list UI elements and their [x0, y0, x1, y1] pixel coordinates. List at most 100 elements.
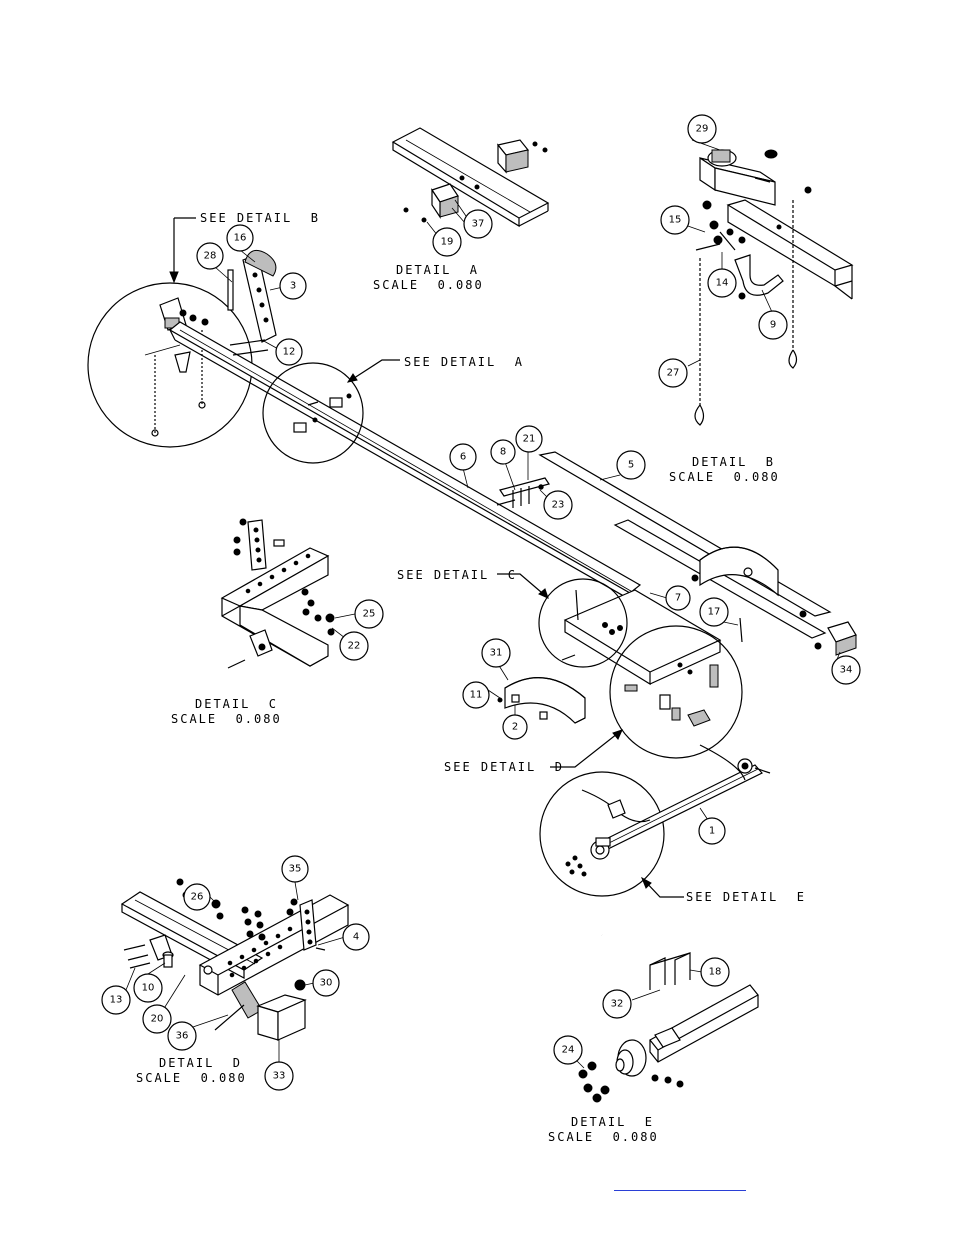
balloon-27: 27 — [658, 358, 688, 388]
balloon-10: 10 — [133, 973, 163, 1003]
see-detail-b-label: SEE DETAIL B — [200, 211, 320, 225]
balloon-8: 8 — [490, 439, 516, 465]
detail-b-circle — [87, 217, 253, 448]
see-detail-d-label: SEE DETAIL D — [444, 760, 564, 774]
detail-b-view — [694, 149, 854, 426]
balloon-17: 17 — [699, 597, 729, 627]
balloon-12: 12 — [275, 338, 303, 366]
balloon-30: 30 — [312, 969, 340, 997]
svg-text:35: 35 — [289, 864, 302, 875]
balloon-24: 24 — [553, 1035, 583, 1065]
svg-text:6: 6 — [460, 452, 466, 463]
detail-d-view — [120, 878, 350, 1041]
balloon-5: 5 — [616, 450, 646, 480]
see-detail-c-label: SEE DETAIL C — [397, 568, 517, 582]
balloon-3: 3 — [279, 272, 307, 300]
balloon-32: 32 — [602, 989, 632, 1019]
balloon-16: 16 — [226, 224, 254, 252]
balloon-36: 36 — [167, 1021, 197, 1051]
detail-a-scale: SCALE 0.080 — [373, 278, 484, 292]
svg-text:30: 30 — [320, 978, 333, 989]
balloon-25: 25 — [354, 599, 384, 629]
balloon-21: 21 — [515, 425, 543, 453]
detail-e-circle — [539, 771, 665, 897]
svg-text:22: 22 — [348, 641, 361, 652]
svg-text:3: 3 — [290, 281, 296, 292]
detail-e-scale: SCALE 0.080 — [548, 1130, 659, 1144]
balloon-20: 20 — [142, 1004, 172, 1034]
detail-d-circle-parts — [624, 662, 719, 727]
balloon-9: 9 — [758, 310, 788, 340]
svg-text:33: 33 — [273, 1071, 286, 1082]
svg-text:1: 1 — [709, 826, 715, 837]
svg-text:31: 31 — [490, 648, 503, 659]
detail-c-view — [220, 518, 356, 669]
see-detail-e-label: SEE DETAIL E — [686, 890, 806, 904]
balloon-1: 1 — [698, 817, 726, 845]
svg-text:12: 12 — [283, 347, 296, 358]
balloon-14: 14 — [707, 268, 737, 298]
balloon-33: 33 — [264, 1061, 294, 1091]
balloon-22: 22 — [339, 631, 369, 661]
svg-text:10: 10 — [142, 983, 155, 994]
detail-d-title: DETAIL D — [159, 1056, 242, 1070]
svg-text:16: 16 — [234, 233, 247, 244]
svg-text:17: 17 — [708, 607, 721, 618]
detail-d-circle — [609, 625, 743, 759]
detail-b-scale: SCALE 0.080 — [669, 470, 780, 484]
axle-assembly — [565, 744, 771, 877]
svg-text:11: 11 — [470, 690, 483, 701]
svg-text:13: 13 — [110, 995, 123, 1006]
svg-text:37: 37 — [472, 219, 485, 230]
balloon-29: 29 — [687, 114, 717, 144]
balloon-2: 2 — [502, 714, 528, 740]
detail-c-circle — [538, 578, 628, 668]
balloon-4: 4 — [342, 923, 370, 951]
svg-text:29: 29 — [696, 124, 709, 135]
svg-text:7: 7 — [675, 593, 681, 604]
detail-c-title: DETAIL C — [195, 697, 278, 711]
svg-text:20: 20 — [151, 1014, 164, 1025]
link-underline[interactable] — [614, 1190, 746, 1191]
svg-text:2: 2 — [512, 722, 518, 733]
svg-text:36: 36 — [176, 1031, 189, 1042]
svg-text:5: 5 — [628, 460, 634, 471]
balloon-6: 6 — [449, 443, 477, 471]
balloon-35: 35 — [281, 855, 309, 883]
svg-text:14: 14 — [716, 278, 729, 289]
balloon-15: 15 — [660, 205, 690, 235]
detail-a-view — [391, 127, 550, 237]
detail-c-scale: SCALE 0.080 — [171, 712, 282, 726]
detail-e-view — [578, 932, 759, 1103]
svg-text:9: 9 — [770, 320, 776, 331]
detail-b-title: DETAIL B — [692, 455, 775, 469]
svg-text:26: 26 — [191, 892, 204, 903]
svg-text:8: 8 — [500, 447, 506, 458]
svg-text:25: 25 — [363, 609, 376, 620]
svg-text:28: 28 — [204, 251, 217, 262]
balloon-37: 37 — [463, 209, 493, 239]
svg-text:32: 32 — [611, 999, 624, 1010]
svg-text:4: 4 — [353, 932, 359, 943]
svg-text:23: 23 — [552, 500, 565, 511]
balloon-23: 23 — [543, 490, 573, 520]
see-detail-a-label: SEE DETAIL A — [404, 355, 524, 369]
svg-text:27: 27 — [667, 368, 680, 379]
balloon-26: 26 — [183, 883, 211, 911]
balloon-31: 31 — [481, 638, 511, 668]
balloon-13: 13 — [101, 985, 131, 1015]
balloon-11: 11 — [462, 681, 490, 709]
svg-text:15: 15 — [669, 215, 682, 226]
detail-a-leader — [347, 359, 400, 383]
svg-text:18: 18 — [709, 967, 722, 978]
detail-a-title: DETAIL A — [396, 263, 479, 277]
svg-text:34: 34 — [840, 665, 853, 676]
svg-text:24: 24 — [562, 1045, 575, 1056]
balloon-19: 19 — [432, 227, 462, 257]
detail-e-title: DETAIL E — [571, 1115, 654, 1129]
trailer-frame — [168, 249, 857, 686]
balloon-34: 34 — [831, 655, 861, 685]
balloon-18: 18 — [700, 957, 730, 987]
svg-text:19: 19 — [441, 237, 454, 248]
